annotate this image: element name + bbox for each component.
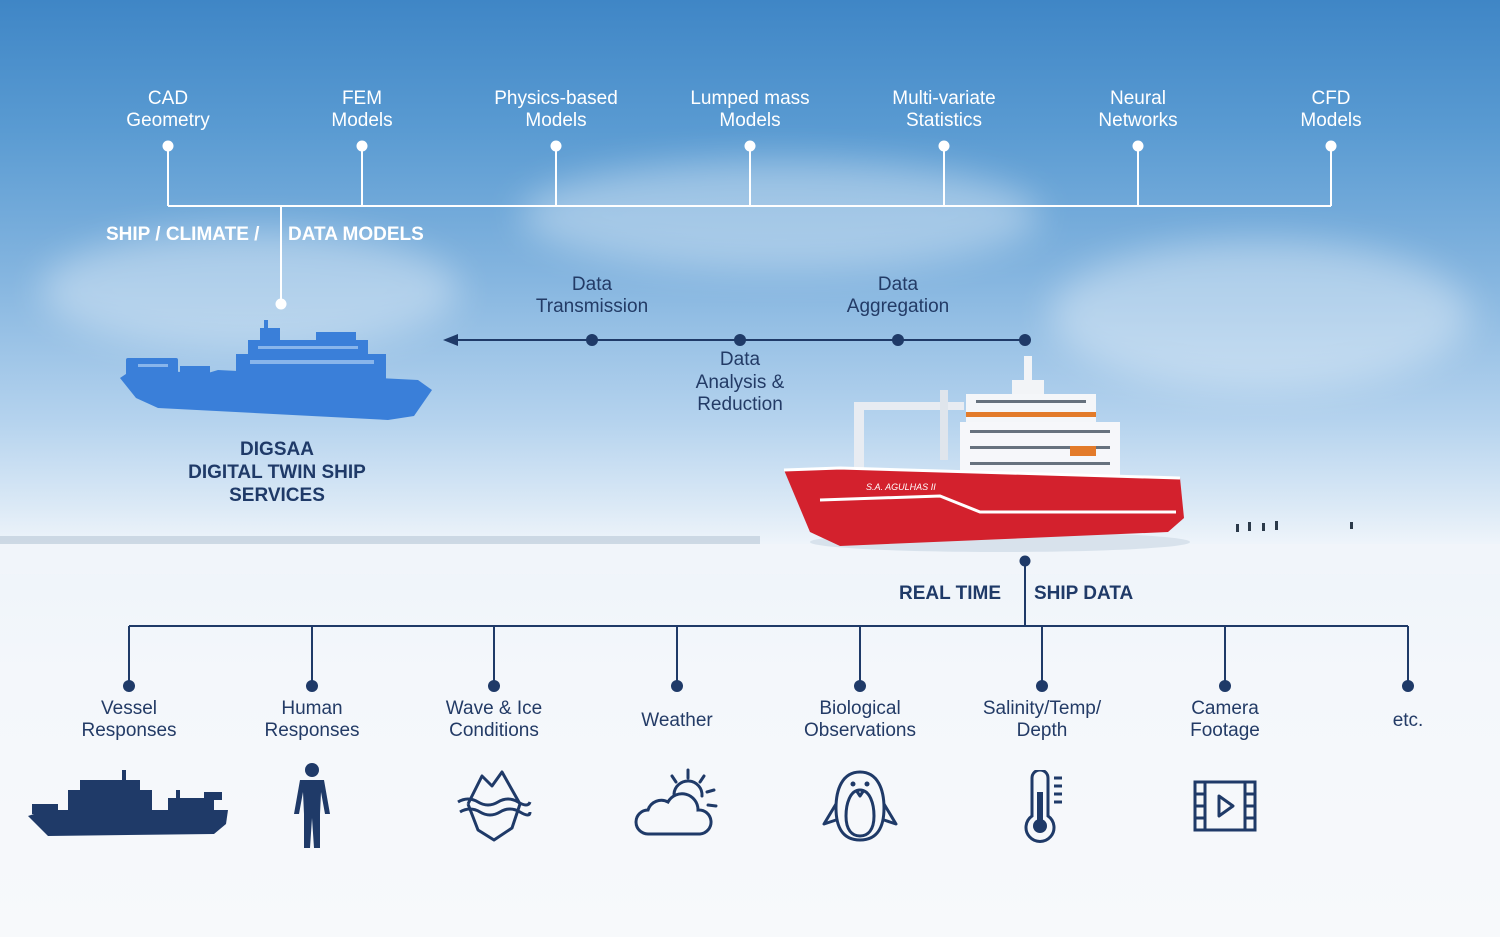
video-film-icon [1193, 780, 1257, 832]
cloud [40, 230, 460, 350]
label-salinity-temp-depth: Salinity/Temp/Depth [982, 698, 1102, 741]
penguin-icon [822, 770, 898, 842]
models-heading-right: DATA MODELS [288, 224, 424, 245]
digital-twin-ship-icon [120, 320, 432, 420]
realtime-heading-right: SHIP DATA [1034, 583, 1134, 604]
icebreaker-ship-photo: S.A. AGULHAS II [783, 356, 1190, 552]
human-figure-icon [294, 763, 330, 848]
label-etc: etc. [1392, 710, 1424, 731]
iceberg-icon [457, 770, 532, 842]
ship-name: S.A. AGULHAS II [866, 482, 936, 492]
ship-silhouette-icon [28, 770, 228, 836]
digital-twin-caption: DIGSAA DIGITAL TWIN SHIP SERVICES [188, 439, 366, 506]
realtime-heading-left: REAL TIME [899, 583, 1002, 604]
thermometer-icon [1024, 770, 1062, 843]
models-heading-left: SHIP / CLIMATE / [106, 224, 260, 245]
cloud [1050, 240, 1470, 390]
weather-cloud-sun-icon [634, 768, 718, 836]
cloud [520, 160, 1040, 270]
label-weather: Weather [641, 710, 713, 731]
